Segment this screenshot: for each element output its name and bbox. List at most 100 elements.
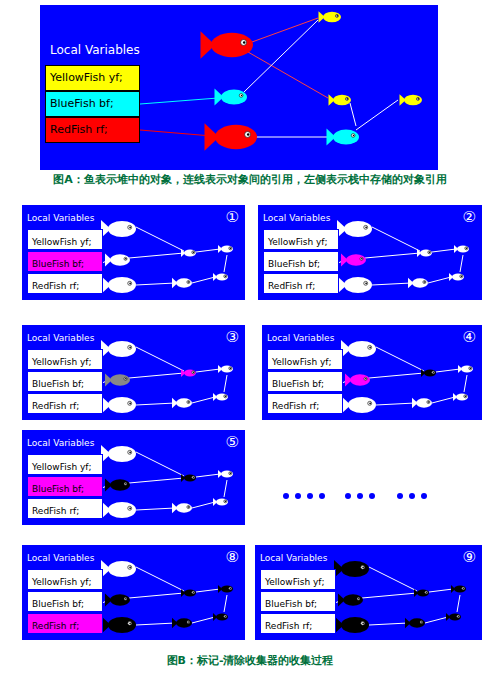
fish-object: [341, 340, 376, 358]
fish-object: [341, 254, 366, 267]
fish-object: [405, 618, 425, 628]
fish-object: [327, 129, 360, 146]
variable-declaration: BlueFish bf;: [28, 484, 84, 494]
reference-line: [362, 593, 417, 598]
reference-line: [196, 589, 220, 592]
stack-heap-panel: Local Variables③YellowFish yf;BlueFish b…: [22, 325, 245, 420]
variable-box: BlueFish bf;: [263, 251, 339, 272]
fish-object: [458, 365, 473, 373]
reference-line: [136, 347, 184, 371]
reference-line: [136, 283, 175, 285]
reference-line: [350, 103, 356, 126]
reference-line: [432, 397, 455, 403]
fish-object: [400, 94, 423, 106]
fish-object: [414, 589, 429, 597]
variable-declaration: YellowFish yf;: [261, 577, 325, 587]
ellipsis-dot: [421, 493, 427, 499]
heap-panel: [40, 5, 438, 170]
heap-panel: [22, 325, 245, 420]
reference-line: [436, 369, 460, 372]
reference-line: [136, 403, 175, 405]
variable-declaration: BlueFish bf;: [28, 259, 84, 269]
section-label: Local Variables: [263, 213, 330, 223]
fish-object: [218, 365, 233, 373]
stack-heap-panel: Local Variables④YellowFish yf;BlueFish b…: [262, 325, 482, 420]
variable-declaration: RedFish rf;: [28, 621, 79, 631]
section-label: Local Variables: [27, 553, 94, 563]
ellipsis-dot: [357, 493, 363, 499]
variable-declaration: YellowFish yf;: [28, 577, 92, 587]
variable-declaration: RedFish rf;: [46, 123, 108, 136]
heap-panel: [22, 205, 245, 300]
variable-box: BlueFish bf;: [27, 591, 103, 612]
fish-object: [205, 123, 258, 150]
variable-box: YellowFish yf;: [27, 349, 103, 370]
fish-object: [334, 560, 369, 578]
fish-object: [218, 585, 233, 593]
reference-line: [192, 617, 215, 623]
reference-line: [428, 277, 451, 283]
variable-declaration: YellowFish yf;: [28, 462, 92, 472]
reference-line: [136, 227, 184, 251]
ellipsis-dot: [409, 493, 415, 499]
reference-line: [136, 567, 184, 591]
fish-object: [101, 501, 136, 519]
fish-object: [345, 374, 370, 387]
variable-box: YellowFish yf;: [27, 229, 103, 250]
ellipsis-dot: [295, 493, 301, 499]
heap-panel: [258, 205, 482, 300]
variable-declaration: BlueFish bf;: [264, 259, 320, 269]
stack-heap-panel: Local Variables②YellowFish yf;BlueFish b…: [258, 205, 482, 300]
fish-object: [341, 396, 376, 414]
fish-object: [101, 396, 136, 414]
reference-line: [129, 253, 184, 258]
stack-heap-panel: Local Variables⑤YellowFish yf;BlueFish b…: [22, 430, 245, 525]
variable-box: BlueFish bf;: [27, 476, 103, 497]
fish-object: [105, 254, 130, 267]
variable-box: RedFish rf;: [27, 498, 103, 519]
fish-object: [105, 479, 130, 492]
reference-line: [460, 255, 463, 272]
variable-declaration: RedFish rf;: [261, 621, 312, 631]
fish-object: [101, 616, 136, 634]
reference-line: [196, 249, 220, 252]
variable-declaration: BlueFish bf;: [28, 379, 84, 389]
reference-line: [136, 623, 175, 625]
section-label: Local Variables: [27, 213, 94, 223]
variable-box: RedFish rf;: [267, 393, 343, 414]
variable-declaration: YellowFish yf;: [264, 237, 328, 247]
step-number: ⑤: [226, 433, 239, 451]
step-number: ④: [463, 328, 476, 346]
variable-declaration: RedFish rf;: [28, 401, 79, 411]
fish-object: [453, 393, 468, 401]
variable-box: YellowFish yf;: [27, 454, 103, 475]
fish-object: [451, 585, 466, 593]
fish-object: [213, 393, 228, 401]
stack-heap-panel: Local VariablesYellowFish yf;BlueFish bf…: [40, 5, 438, 170]
fish-object: [412, 398, 432, 408]
reference-line: [457, 595, 460, 612]
fish-object: [218, 245, 233, 253]
variable-box: BlueFish bf;: [27, 251, 103, 272]
ellipsis-dot: [345, 493, 351, 499]
fish-object: [337, 220, 372, 238]
variable-box: BlueFish bf;: [260, 591, 336, 612]
fish-object: [181, 474, 196, 482]
fish-object: [181, 249, 196, 257]
reference-line: [429, 589, 453, 592]
fish-object: [105, 594, 130, 607]
reference-line: [369, 373, 424, 378]
variable-declaration: BlueFish bf;: [268, 379, 324, 389]
fish-object: [213, 498, 228, 506]
reference-line: [256, 137, 328, 138]
fish-object: [338, 594, 363, 607]
fish-object: [172, 398, 192, 408]
fish-object: [101, 560, 136, 578]
reference-line: [356, 100, 398, 130]
reference-line: [129, 478, 184, 483]
reference-line: [140, 130, 212, 136]
fish-object: [101, 445, 136, 463]
variable-declaration: RedFish rf;: [268, 401, 319, 411]
variable-declaration: BlueFish bf;: [28, 599, 84, 609]
variable-declaration: RedFish rf;: [28, 281, 79, 291]
